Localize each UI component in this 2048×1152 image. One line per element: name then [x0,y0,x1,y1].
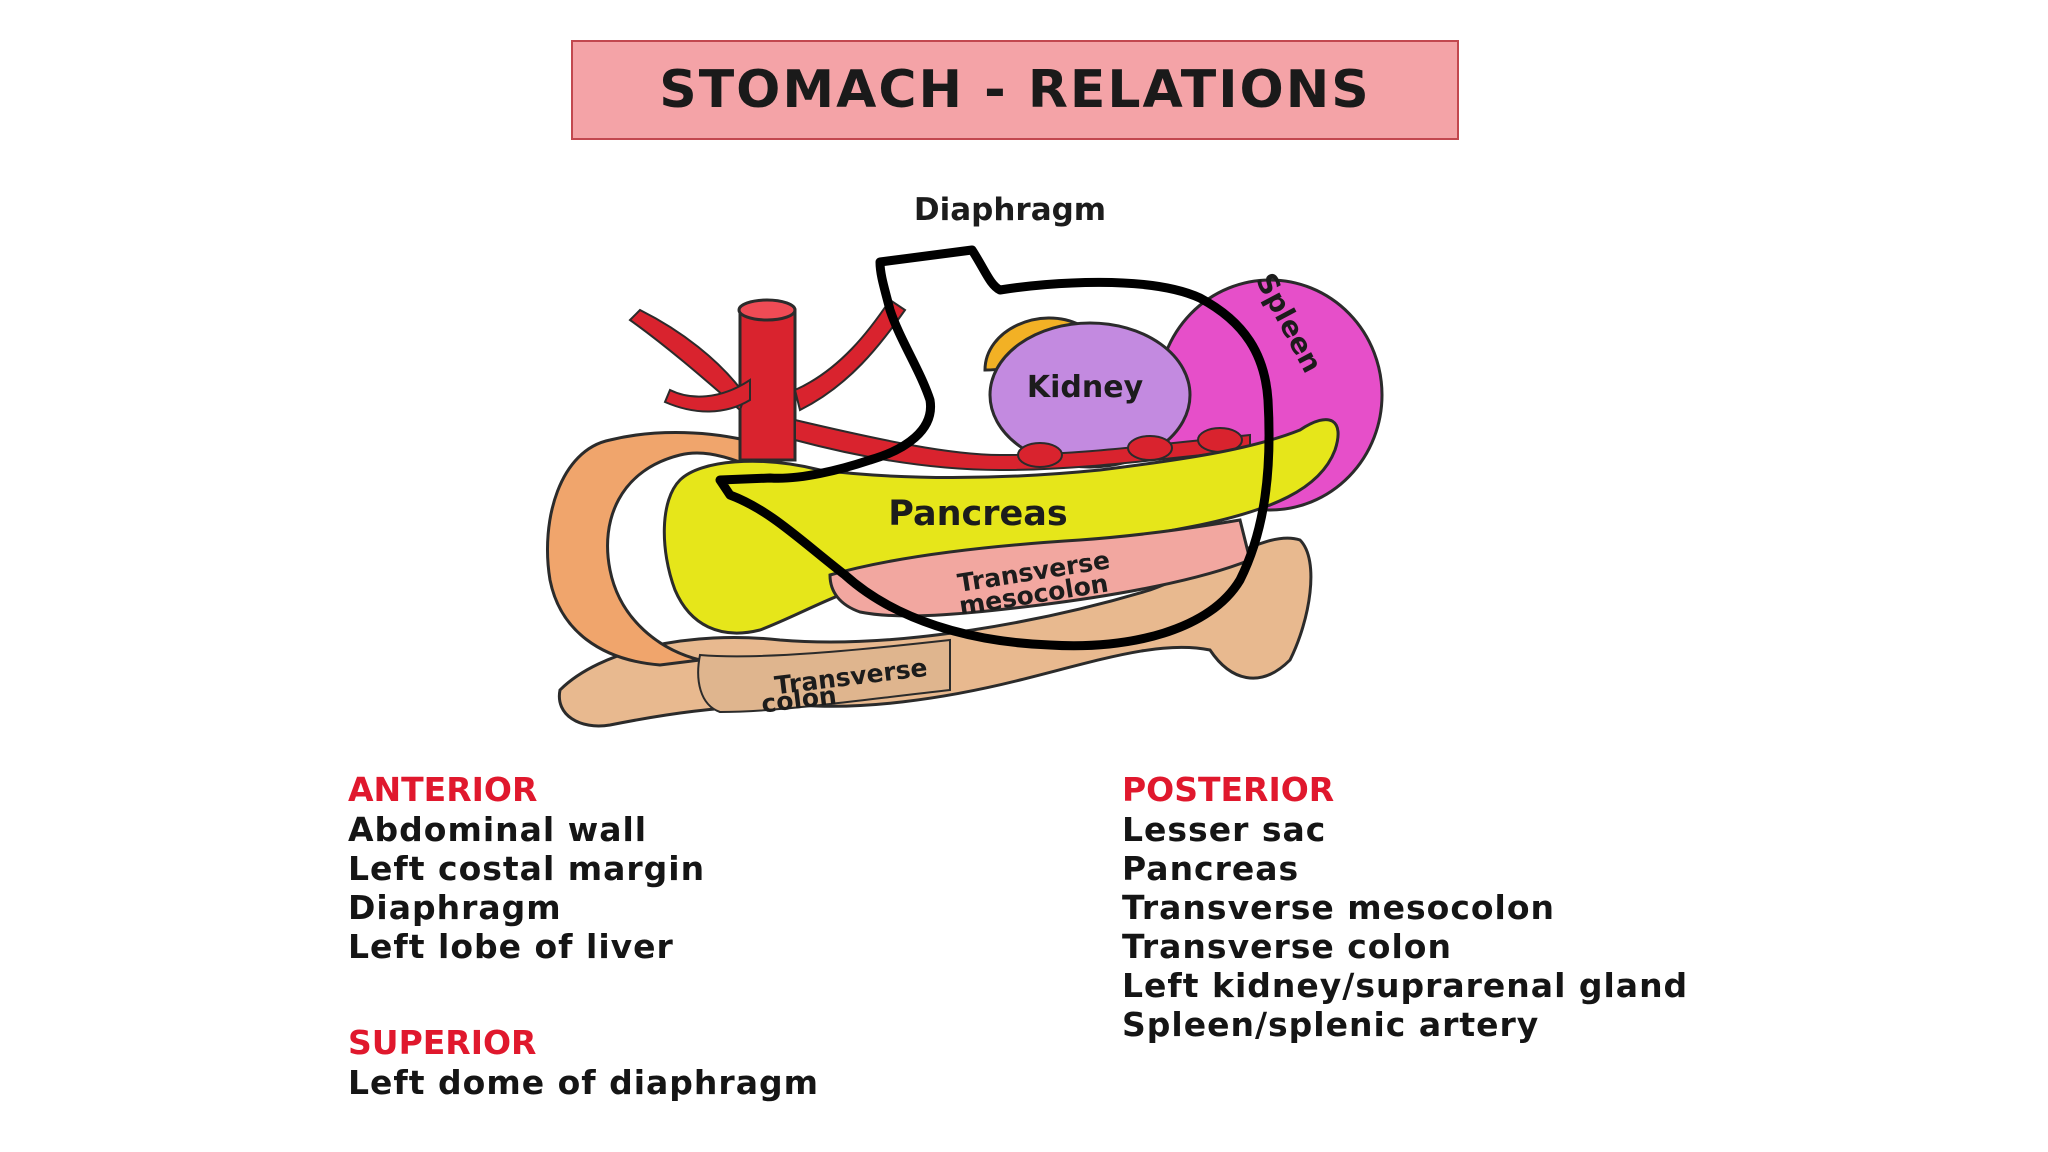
superior-list: Left dome of diaphragm [348,1063,819,1102]
anterior-relations: ANTERIOR Abdominal wall Left costal marg… [348,770,705,966]
list-item: Abdominal wall [348,810,648,849]
transverse-mesocolon-shape [828,518,1252,618]
anterior-list: Abdominal wall Left costal margin Diaphr… [348,810,705,966]
superior-heading: SUPERIOR [348,1023,537,1062]
splenic-artery-loop-2 [1127,435,1173,461]
list-item: Transverse mesocolon [1122,888,1556,927]
title-box: STOMACH - RELATIONS [571,40,1459,140]
posterior-relations: POSTERIOR Lesser sac Pancreas Transverse… [1122,770,1688,1044]
stomach-outline [715,245,1274,651]
posterior-list: Lesser sac Pancreas Transverse mesocolon… [1122,810,1688,1044]
aorta-top-shape [737,298,797,322]
label-kidney: Kidney [1027,370,1144,405]
page-title: STOMACH - RELATIONS [659,60,1371,120]
superior-relations: SUPERIOR Left dome of diaphragm [348,1023,819,1102]
colon-lower-shape [697,638,951,714]
list-item: Spleen/splenic artery [1122,1005,1540,1044]
anterior-heading: ANTERIOR [348,770,538,809]
label-diaphragm: Diaphragm [914,192,1106,228]
label-pancreas: Pancreas [888,494,1067,534]
list-item: Diaphragm [348,888,562,927]
posterior-heading: POSTERIOR [1122,770,1335,809]
list-item: Left kidney/suprarenal gland [1122,966,1689,1005]
hepatic-artery-shape [663,378,751,413]
list-item: Transverse colon [1122,927,1452,966]
list-item: Left lobe of liver [348,927,674,966]
left-gastric-artery-shape [628,308,747,412]
list-item: Left costal margin [348,849,706,888]
list-item: Pancreas [1122,849,1300,888]
list-item: Left dome of diaphragm [348,1063,819,1102]
splenic-artery-loop-1 [1017,442,1063,468]
list-item: Lesser sac [1122,810,1327,849]
splenic-artery-upper-shape [793,298,907,412]
